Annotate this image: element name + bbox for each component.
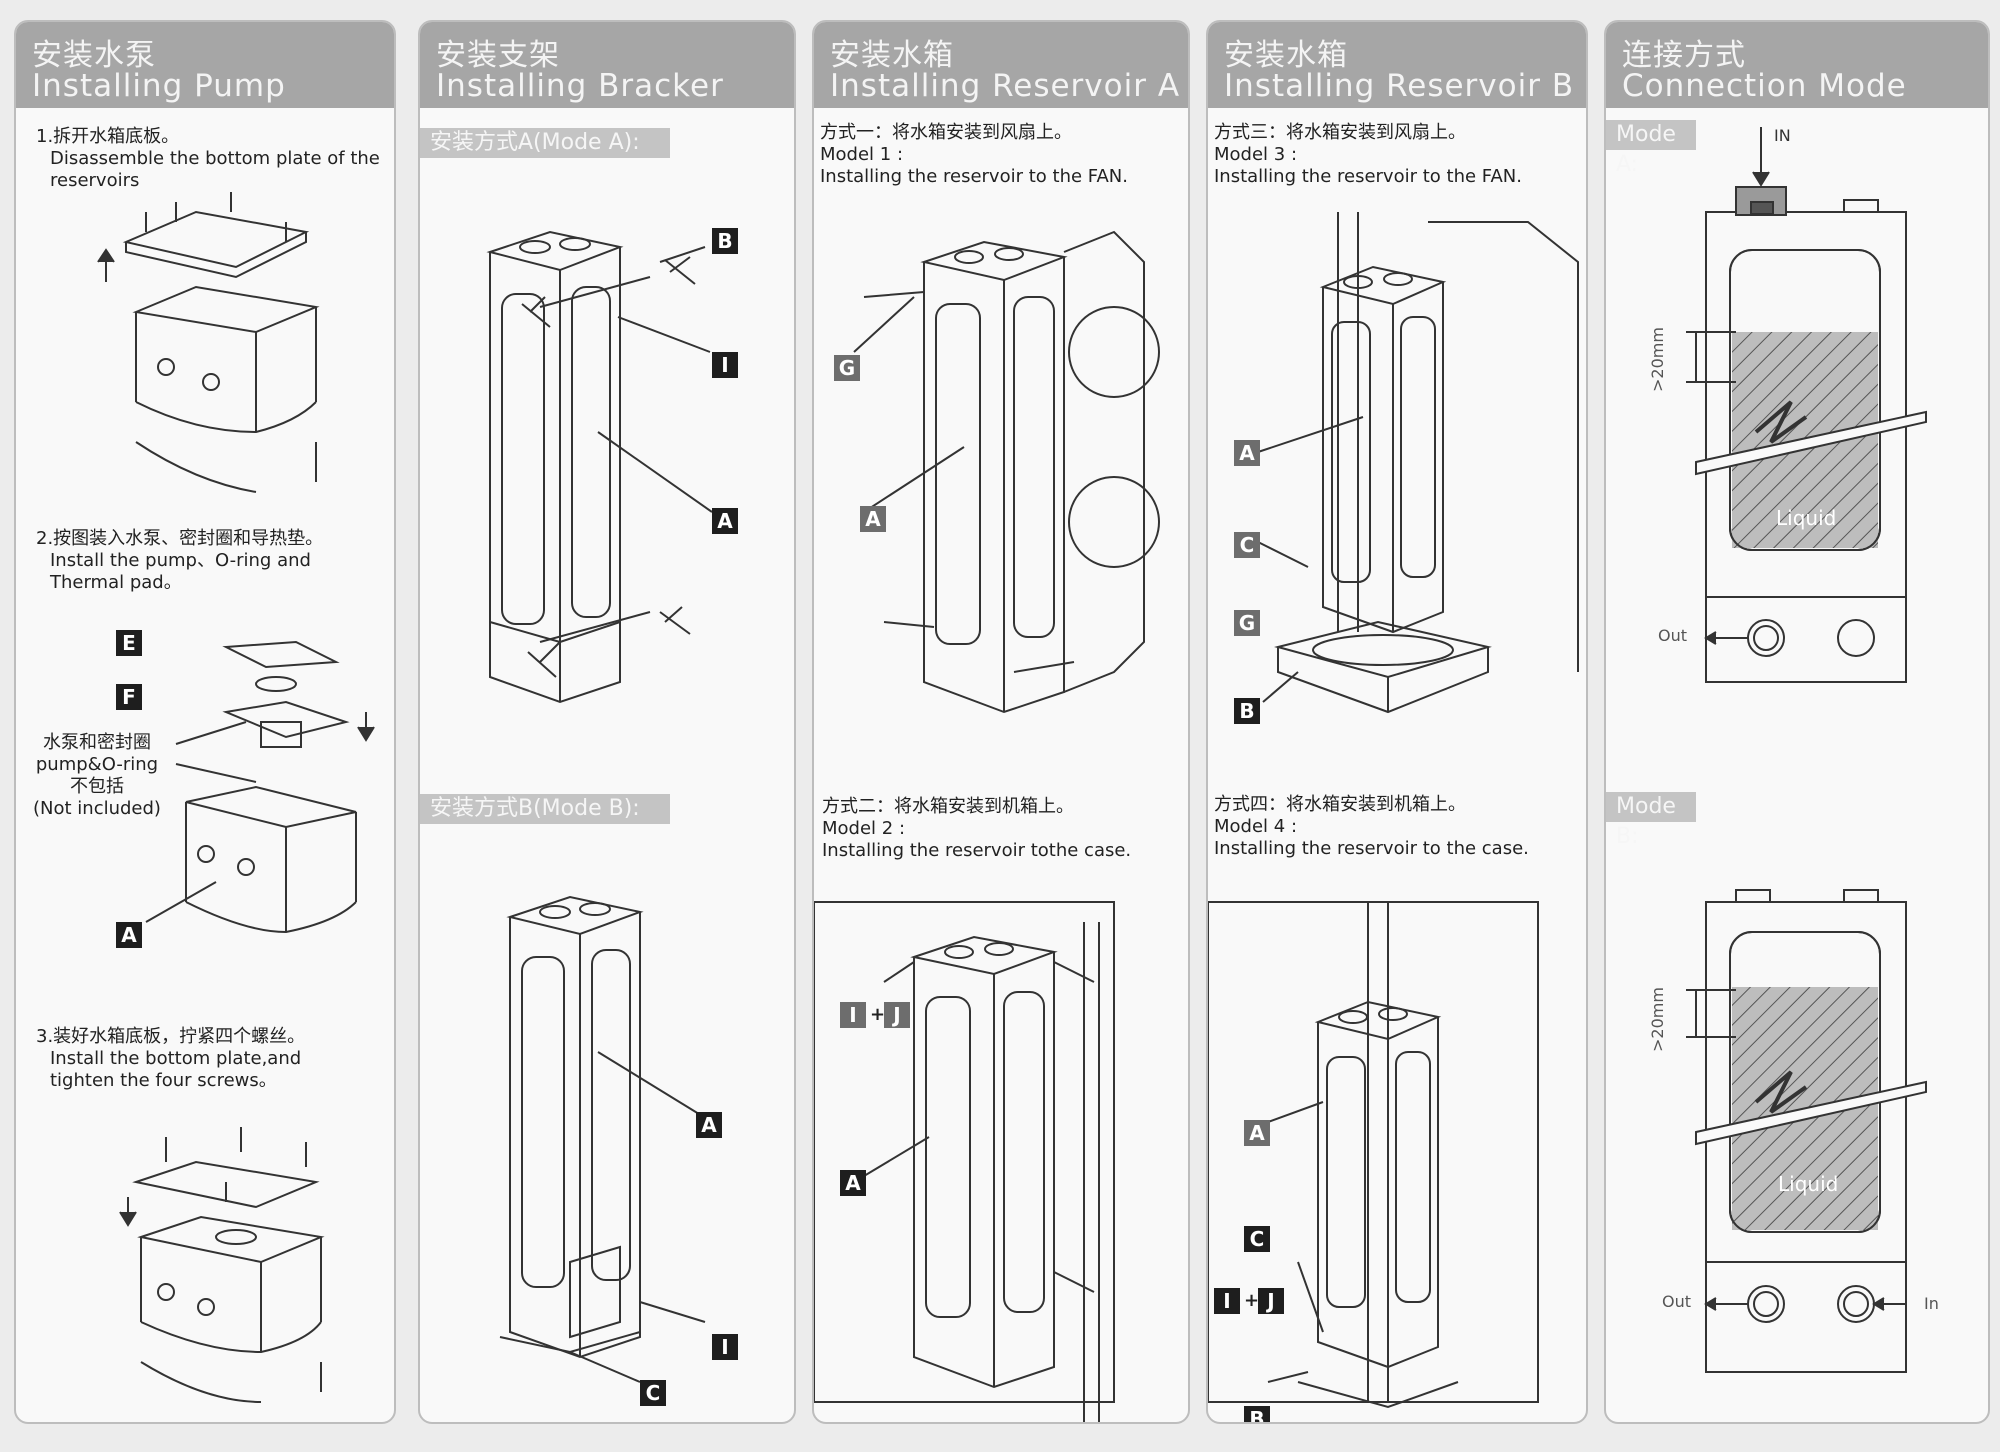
model-3-en: Installing the reservoir to the FAN. [1214, 166, 1522, 187]
part-label-a-model-4: A [1244, 1120, 1270, 1146]
part-label-b: B [712, 228, 738, 254]
header-title-zh: 安装水箱 [830, 38, 954, 73]
part-label-b-model-4: B [1244, 1406, 1270, 1422]
step-3-en: Install the bottom plate,and tighten the… [50, 1048, 302, 1091]
header-title-zh: 安装水泵 [32, 38, 156, 73]
mode-a-bar: 安装方式A(Mode A): [420, 128, 670, 158]
header-title-zh: 连接方式 [1622, 38, 1746, 73]
part-label-a-mode-b: A [696, 1112, 722, 1138]
model-1-title: Model 1 : [820, 144, 904, 165]
model-3-zh: 方式三：将水箱安装到风扇上。 [1214, 122, 1466, 143]
note-pump-en: pump&O-ring [35, 754, 159, 775]
column-installing-pump: 安装水泵 Installing Pump 1.拆开水箱底板。 Disassemb… [14, 20, 396, 1424]
liquid-label-mode-a: Liquid [1776, 506, 1837, 530]
part-label-j: J [884, 1002, 910, 1028]
column-installing-reservoir-a: 安装水箱 Installing Reservoir A 方式一：将水箱安装到风扇… [812, 20, 1190, 1424]
step-2-zh: 2.按图装入水泵、密封圈和导热垫。 [36, 528, 324, 549]
step-1-en: Disassemble the bottom plate of the rese… [50, 148, 380, 191]
header-title-en: Installing Bracker [436, 68, 724, 104]
column-header: 安装支架 Installing Bracker [420, 22, 794, 108]
reservoir-b-illustrations [1208, 212, 1579, 1409]
part-label-c: C [1234, 532, 1260, 558]
model-4-en: Installing the reservoir to the case. [1214, 838, 1529, 859]
part-label-b: B [1234, 698, 1260, 724]
column-header: 连接方式 Connection Mode [1606, 22, 1988, 108]
plus-sign: + [870, 1004, 886, 1025]
header-title-en: Installing Reservoir B [1224, 68, 1575, 104]
part-label-g: G [834, 355, 860, 381]
model-4-zh: 方式四：将水箱安装到机箱上。 [1214, 794, 1466, 815]
model-2-en: Installing the reservoir tothe case. [822, 840, 1132, 861]
column-installing-reservoir-b: 安装水箱 Installing Reservoir B 方式三：将水箱安装到风扇… [1206, 20, 1588, 1424]
mode-b-bar: Mode B: [1606, 792, 1696, 849]
level-label-mode-a: >20mm [1648, 327, 1667, 392]
step-2-en: Install the pump、O-ring and Thermal pad。 [50, 550, 311, 593]
model-1-zh: 方式一：将水箱安装到风扇上。 [820, 122, 1072, 143]
mode-b-bar: 安装方式B(Mode B): [420, 794, 670, 824]
part-label-e: E [116, 630, 142, 656]
liquid-label-mode-b: Liquid [1778, 1172, 1839, 1196]
header-title-zh: 安装支架 [436, 38, 560, 73]
model-1-en: Installing the reservoir to the FAN. [820, 166, 1128, 187]
part-label-i: I [712, 352, 738, 378]
pump-install-illustrations [97, 192, 375, 1403]
header-title-zh: 安装水箱 [1224, 38, 1348, 73]
part-label-g: G [1234, 610, 1260, 636]
part-label-a: A [1234, 440, 1260, 466]
mode-a-bar: Mode A: [1606, 120, 1696, 177]
step-3-zh: 3.装好水箱底板，拧紧四个螺丝。 [36, 1026, 306, 1047]
part-label-i-mode-b: I [712, 1334, 738, 1360]
column-connection-mode: 连接方式 Connection Mode Mode A: Mode B: [1604, 20, 1990, 1424]
part-label-c-model-4: C [1244, 1226, 1270, 1252]
model-4-title: Model 4 : [1214, 816, 1298, 837]
part-label-f: F [116, 684, 142, 710]
column-header: 安装水箱 Installing Reservoir A [814, 22, 1188, 108]
part-label-j-model-4: J [1258, 1288, 1284, 1314]
header-title-en: Connection Mode [1622, 68, 1907, 104]
bracket-illustrations [486, 230, 713, 1383]
step-1-zh: 1.拆开水箱底板。 [36, 126, 180, 147]
header-title-en: Installing Reservoir A [830, 68, 1181, 104]
part-label-a: A [116, 922, 142, 948]
column-header: 安装水箱 Installing Reservoir B [1208, 22, 1586, 108]
part-label-i-model-4: I [1214, 1288, 1240, 1314]
note-not-included-en: (Not included) [33, 798, 161, 819]
column-header: 安装水泵 Installing Pump [16, 22, 394, 108]
in-label-mode-b: In [1924, 1294, 1939, 1313]
connection-mode-illustrations [1686, 127, 1927, 1373]
model-3-title: Model 3 : [1214, 144, 1298, 165]
level-label-mode-b: >20mm [1648, 987, 1667, 1052]
out-label-mode-b: Out [1662, 1292, 1692, 1311]
part-label-i: I [840, 1002, 866, 1028]
part-label-a-model-2: A [840, 1170, 866, 1196]
part-label-a: A [712, 508, 738, 534]
part-label-c-mode-b: C [640, 1380, 666, 1406]
model-2-title: Model 2 : [822, 818, 906, 839]
out-label-mode-a: Out [1658, 626, 1688, 645]
model-2-zh: 方式二：将水箱安装到机箱上。 [822, 796, 1074, 817]
header-title-en: Installing Pump [32, 68, 286, 104]
column-installing-bracker: 安装支架 Installing Bracker 安装方式A(Mode A): 安… [418, 20, 796, 1424]
reservoir-a-illustrations [814, 230, 1160, 1422]
in-label: IN [1774, 126, 1791, 145]
note-pump-zh: 水泵和密封圈 [43, 732, 151, 753]
note-not-included-zh: 不包括 [70, 776, 124, 797]
plus-sign: + [1244, 1290, 1260, 1311]
part-label-a: A [860, 506, 886, 532]
